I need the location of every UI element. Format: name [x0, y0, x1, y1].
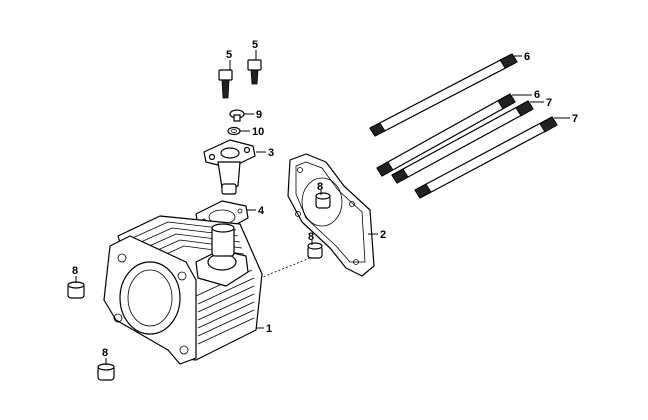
callout-7-upper: 7: [546, 97, 552, 109]
callout-8-left-upper: 8: [72, 265, 78, 277]
callout-6-lower: 6: [534, 89, 540, 101]
callout-6-upper: 6: [524, 51, 530, 63]
cylinder-base-gasket-2: [287, 153, 375, 277]
callout-10: 10: [252, 126, 264, 138]
screw-9: [229, 109, 245, 122]
callout-8-left-lower: 8: [102, 347, 108, 359]
bolt-5-right: [247, 59, 262, 85]
callout-8-gasket: 8: [317, 181, 323, 193]
callout-1: 1: [266, 323, 272, 335]
washer-10: [227, 126, 241, 136]
stud-bolt-6-upper: [369, 53, 518, 137]
callout-5-left: 5: [226, 49, 232, 61]
callout-9: 9: [256, 109, 262, 121]
callout-2: 2: [380, 229, 386, 241]
cam-chain-tensioner-3: [203, 139, 256, 195]
callout-8-middle: 8: [308, 231, 314, 243]
dowel-pin-8-middle: [307, 242, 323, 259]
bolt-5-left: [218, 69, 233, 99]
stud-bolt-7-upper: [391, 100, 534, 184]
dowel-pin-8-gasket: [315, 192, 331, 209]
dowel-pin-8-left-upper: [67, 281, 85, 299]
dowel-pin-8-left-lower: [97, 363, 115, 381]
stud-bolt-6-lower: [376, 93, 516, 177]
stud-bolt-7-lower: [414, 116, 558, 199]
callout-3: 3: [268, 147, 274, 159]
callout-5-right: 5: [252, 39, 258, 51]
callout-4: 4: [258, 205, 265, 217]
callout-7-lower: 7: [572, 113, 578, 125]
cylinder-block-1: [103, 215, 263, 365]
